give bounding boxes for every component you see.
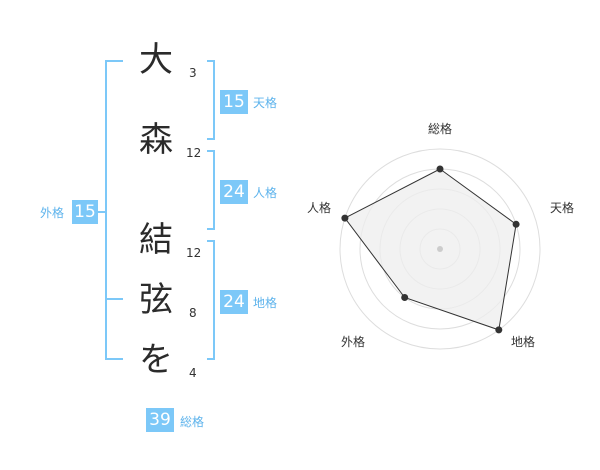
soukaku-badge: 39 <box>146 408 174 432</box>
stroke-count-5: 4 <box>189 366 197 380</box>
tenkaku-label: 天格 <box>253 96 278 110</box>
name-char-1: 大 <box>139 40 173 80</box>
radar-label-chikaku: 地格 <box>511 335 536 349</box>
chikaku-badge: 24 <box>220 290 248 314</box>
radar-label-tenkaku: 天格 <box>550 201 575 215</box>
radar-point-4 <box>341 214 349 222</box>
radar-label-gaikaku: 外格 <box>341 335 366 349</box>
radar-center-dot <box>437 246 443 252</box>
chikaku-label: 地格 <box>253 296 278 310</box>
radar-grid-ring <box>339 148 541 350</box>
tenkaku-badge: 15 <box>220 90 248 114</box>
radar-label-jinkaku: 人格 <box>307 201 332 215</box>
gaikaku-badge: 15 <box>72 200 98 224</box>
radar-series-polygon <box>344 168 517 331</box>
stroke-count-1: 3 <box>189 66 197 80</box>
soukaku-label: 総格 <box>180 415 205 429</box>
name-char-5: を <box>139 340 173 380</box>
jinkaku-badge: 24 <box>220 180 248 204</box>
radar-point-3 <box>401 294 409 301</box>
radar-point-2 <box>495 326 503 334</box>
stroke-count-2: 12 <box>186 146 202 160</box>
name-char-2: 森 <box>139 120 173 160</box>
radar-point-1 <box>512 220 520 228</box>
radar-label-soukaku: 総格 <box>428 122 453 136</box>
radar-point-0 <box>436 165 444 173</box>
stroke-count-3: 12 <box>186 246 202 260</box>
stroke-count-4: 8 <box>189 306 197 320</box>
name-char-4: 弦 <box>139 280 173 320</box>
name-char-3: 結 <box>139 220 173 260</box>
gaikaku-label: 外格 <box>40 206 65 220</box>
jinkaku-label: 人格 <box>253 186 278 200</box>
